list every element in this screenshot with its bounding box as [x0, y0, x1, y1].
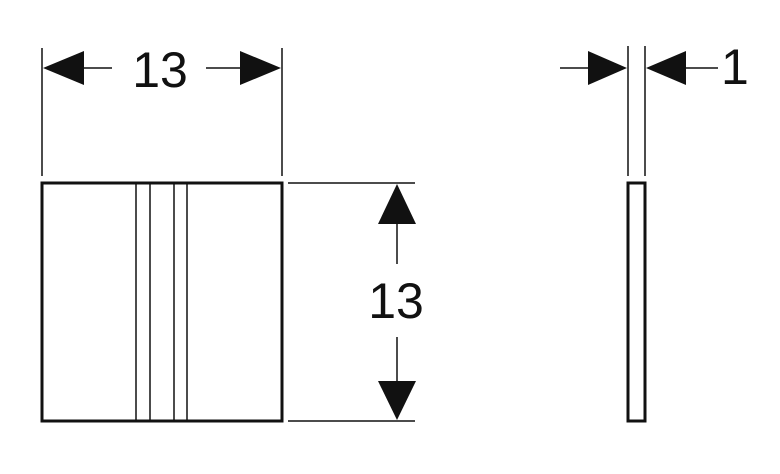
side-plate-outline: [626, 181, 647, 423]
thickness-label: 1: [721, 39, 749, 95]
height-arrowhead-top: [378, 184, 416, 224]
height-dimension: 13: [288, 182, 424, 422]
thickness-arrowhead-left: [588, 51, 627, 85]
thickness-dimension: 1: [560, 39, 749, 176]
width-label: 13: [132, 42, 188, 98]
front-view: [40, 181, 284, 423]
width-arrowhead-left: [43, 51, 84, 85]
height-label: 13: [368, 273, 424, 329]
thickness-arrowhead-right: [646, 51, 686, 85]
width-arrowhead-right: [240, 51, 281, 85]
width-dimension: 13: [41, 42, 283, 176]
side-view: [626, 181, 647, 423]
height-arrowhead-bottom: [378, 381, 416, 420]
front-plate-outline: [40, 181, 284, 423]
